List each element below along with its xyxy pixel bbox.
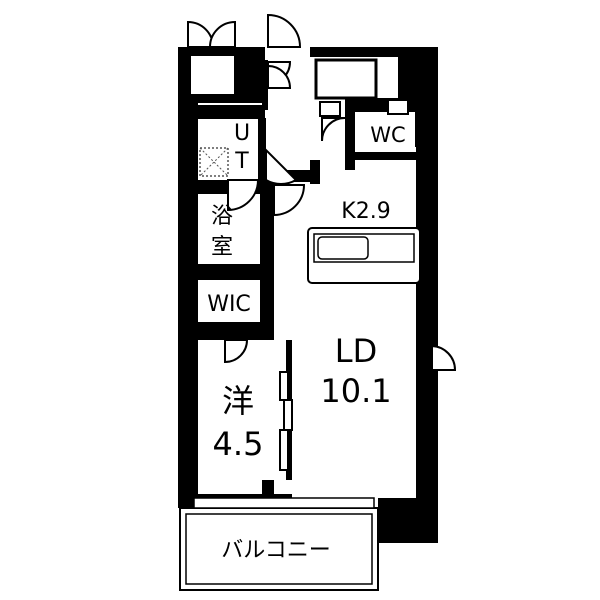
wc-label: WC: [370, 123, 405, 147]
ut-label-top: U: [234, 121, 250, 146]
western-room-size-label: 4.5: [213, 425, 264, 463]
wc-tank: [387, 99, 409, 115]
western-room-name-label: 洋: [222, 382, 254, 420]
shoe-shelf: [319, 101, 341, 117]
kitchen-counter: [307, 227, 421, 284]
ld-size-label: 10.1: [320, 372, 391, 410]
storage-block: [189, 54, 236, 96]
wic-label: WIC: [207, 292, 251, 317]
balcony: [179, 497, 379, 591]
kitchen-label: K2.9: [341, 199, 390, 224]
door-swings: [187, 13, 457, 371]
sliding-door: [279, 371, 293, 471]
bath-label-top: 浴: [211, 204, 233, 229]
ut-label-bottom: T: [234, 149, 249, 174]
floor-areas: [198, 58, 416, 494]
bath-label-bottom: 室: [211, 235, 233, 260]
ld-name-label: LD: [335, 332, 377, 370]
balcony-label: バルコニー: [221, 538, 331, 563]
